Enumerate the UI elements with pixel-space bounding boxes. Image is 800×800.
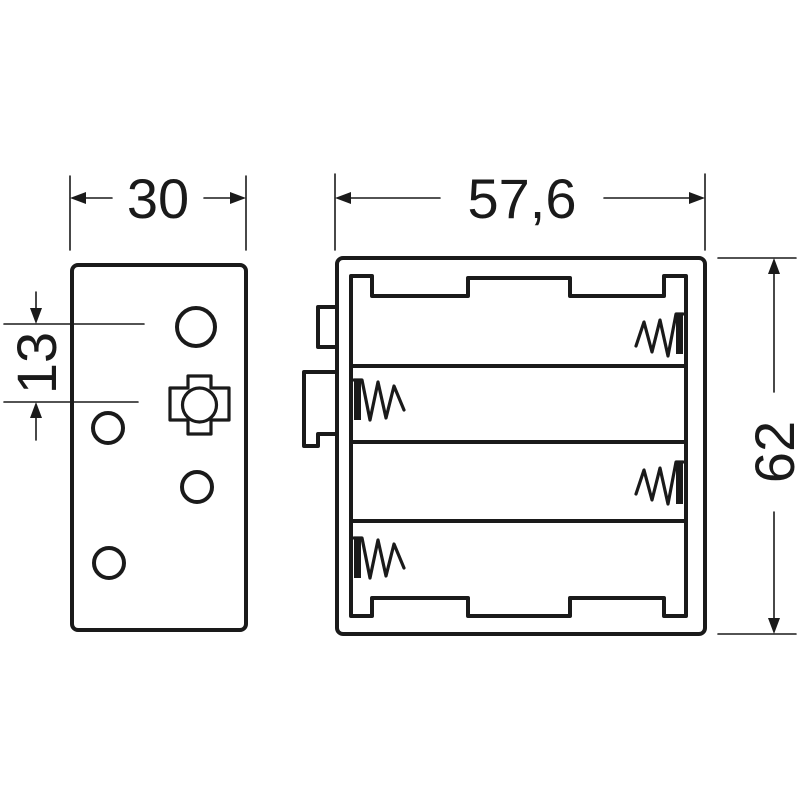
side-clip-lower — [302, 370, 339, 448]
mounting-hole-left-lower — [92, 546, 126, 580]
inner-frame — [349, 274, 688, 618]
dimension-front-width: 57,6 — [334, 167, 706, 251]
dimension-label-13: 13 — [5, 332, 68, 394]
side-view-outline — [70, 263, 248, 632]
spring-contact-cell-2 — [352, 378, 406, 422]
side-clip-upper — [316, 305, 339, 349]
spring-contact-cell-3 — [634, 460, 685, 506]
snap-connector — [168, 374, 231, 436]
spring-contact-cell-4 — [352, 536, 406, 580]
dimension-height: 62 — [717, 257, 800, 635]
mounting-hole-left-upper — [91, 411, 125, 445]
dimension-label-62: 62 — [743, 421, 800, 483]
dimension-side-width: 30 — [69, 167, 247, 251]
mounting-hole-right-lower — [180, 470, 214, 504]
side-view: 30 13 — [3, 167, 248, 632]
dimension-offset: 13 — [3, 291, 145, 441]
dimension-label-57-6: 57,6 — [468, 167, 577, 230]
mounting-hole-top-right — [175, 306, 217, 348]
front-view-outline — [335, 256, 707, 636]
front-view: 57,6 62 — [302, 167, 800, 636]
spring-contact-cell-1 — [634, 312, 685, 358]
dimension-label-30: 30 — [127, 167, 189, 230]
